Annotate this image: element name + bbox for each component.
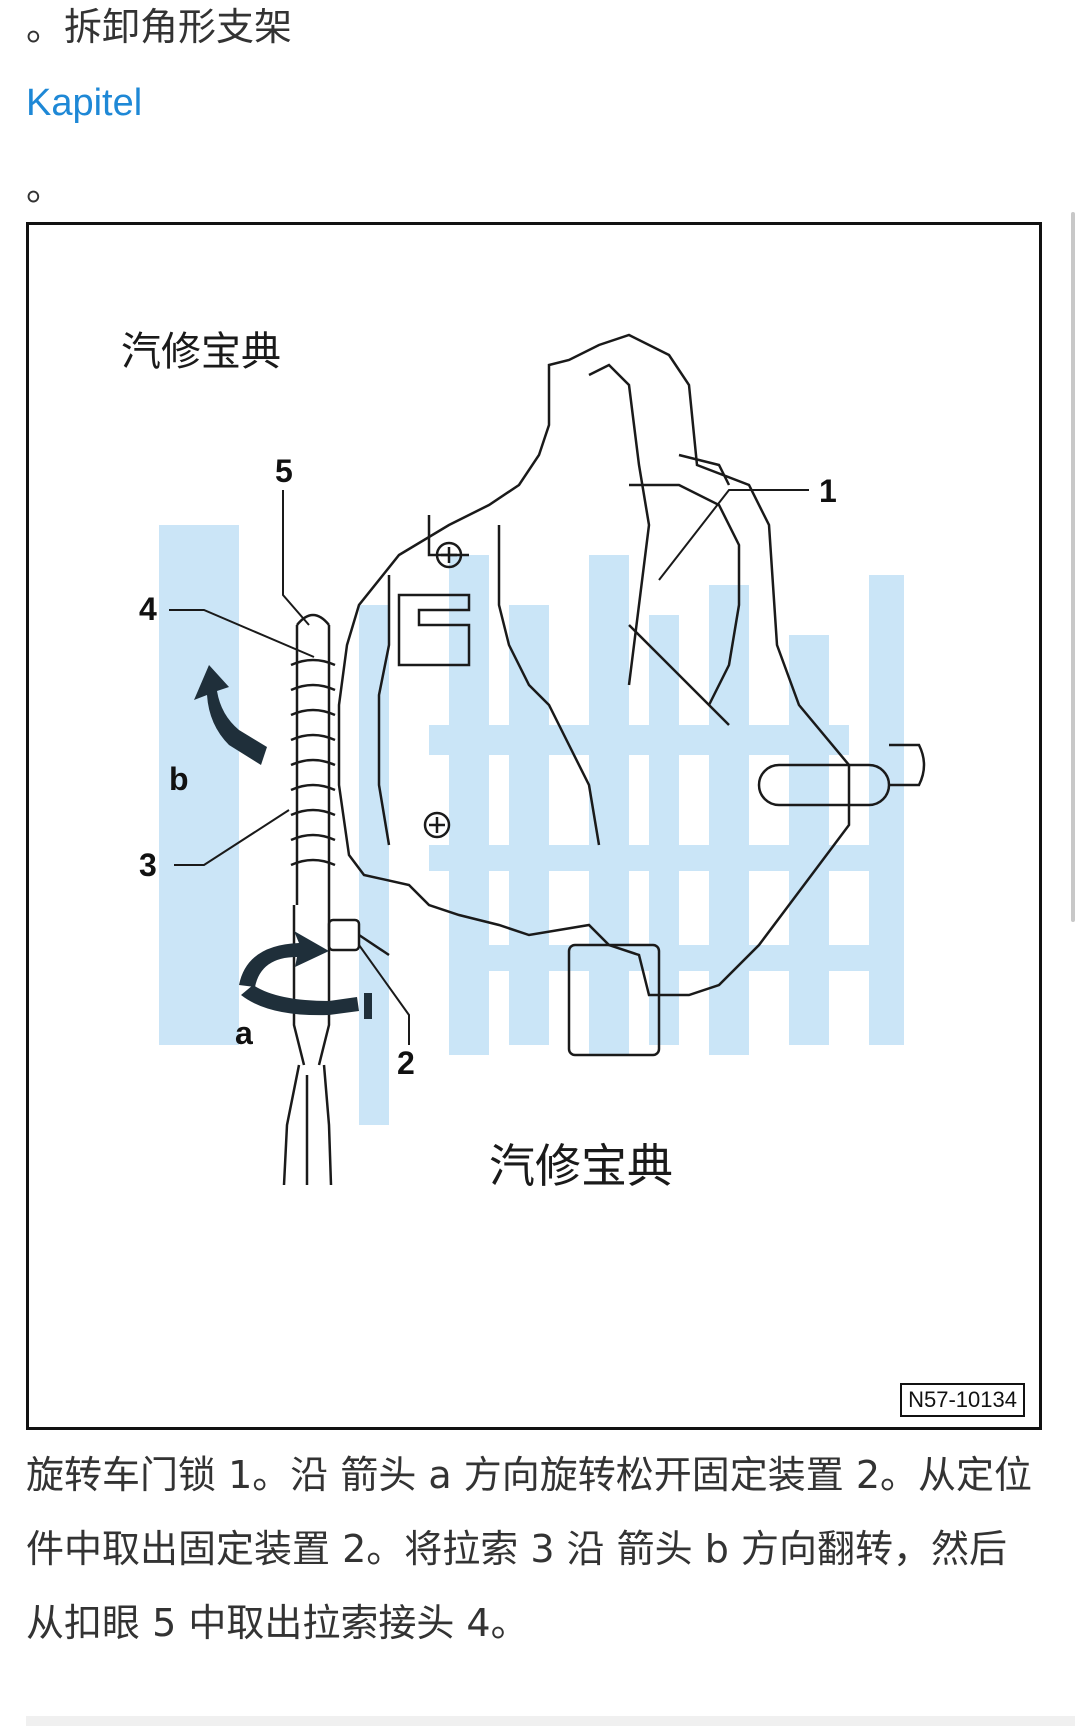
callout-2: 2 bbox=[397, 1045, 415, 1081]
callout-3: 3 bbox=[139, 847, 157, 883]
lock-diagram bbox=[159, 333, 926, 1186]
callout-1: 1 bbox=[819, 473, 837, 509]
screw-icon bbox=[423, 541, 463, 839]
leader-lines bbox=[169, 489, 809, 1045]
cable-bellows bbox=[282, 613, 390, 1186]
step-heading: 。拆卸角形支架 bbox=[26, 5, 293, 49]
callout-a: a bbox=[235, 1015, 253, 1051]
bottom-divider bbox=[26, 1716, 1075, 1726]
caption-text: 旋转车门锁 1。沿 箭头 a 方向旋转松开固定装置 2。从定位件中取出固定装置 … bbox=[26, 1453, 1033, 1645]
watermark-graphic bbox=[159, 525, 904, 1125]
period-line: 。 bbox=[26, 165, 65, 209]
callout-b: b bbox=[169, 761, 189, 797]
watermark-text-top: 汽修宝典 bbox=[121, 329, 281, 375]
callout-5: 5 bbox=[275, 453, 293, 489]
watermark-text-bottom: 汽修宝典 bbox=[489, 1139, 673, 1193]
figure-id-label: N57-10134 bbox=[900, 1383, 1025, 1417]
figure-frame: 汽修宝典 汽修宝典 1 5 4 b 3 a 2 N57-10134 bbox=[26, 222, 1042, 1430]
lock-outline bbox=[337, 333, 926, 1057]
scrollbar[interactable] bbox=[1071, 212, 1075, 922]
callout-4: 4 bbox=[139, 591, 157, 627]
arrow-icon bbox=[194, 665, 372, 1019]
kapitel-link[interactable]: Kapitel bbox=[26, 82, 143, 124]
